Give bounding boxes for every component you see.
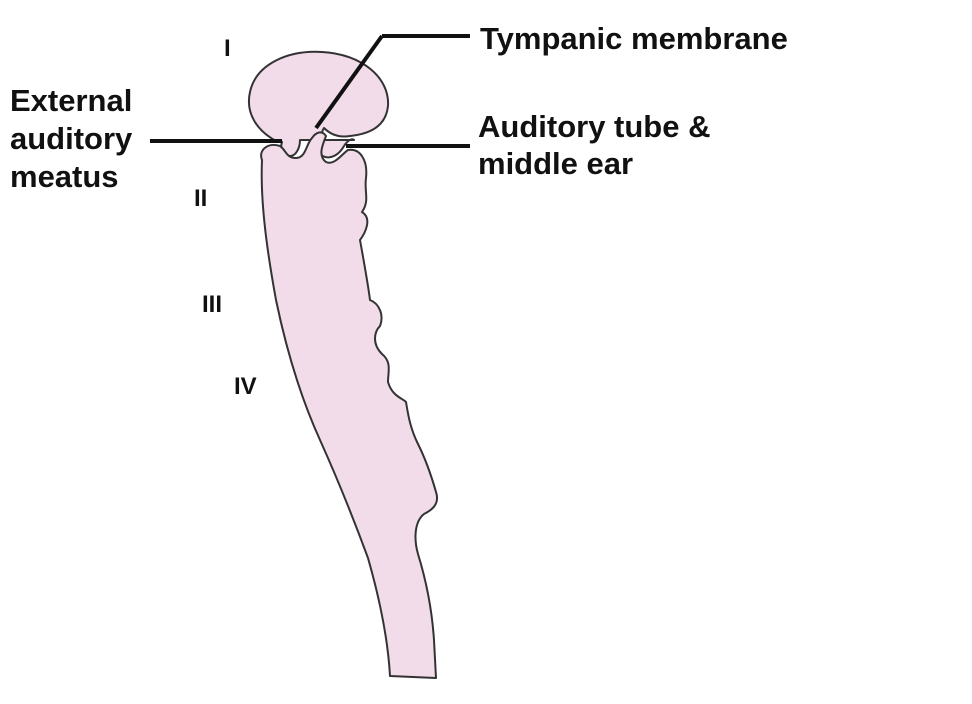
external-meatus-label-line2: auditory [10,121,133,156]
pouch-label-ii: II [194,185,208,212]
leader-lines [150,34,470,148]
external-meatus-label-line3: meatus [10,159,119,194]
pouch-label-iii: III [202,291,223,318]
auditory-tube-label-line1: Auditory tube & [478,109,711,144]
tympanic-membrane-label: Tympanic membrane [480,21,788,56]
auditory-tube-label-line2: middle ear [478,146,634,181]
pouch-label-i: I [224,35,231,62]
tympanic-leader-diagonal [314,34,384,130]
pharynx-body [260,131,438,679]
external-meatus-label-line1: External [10,83,133,118]
pouch-label-iv: IV [234,373,257,400]
